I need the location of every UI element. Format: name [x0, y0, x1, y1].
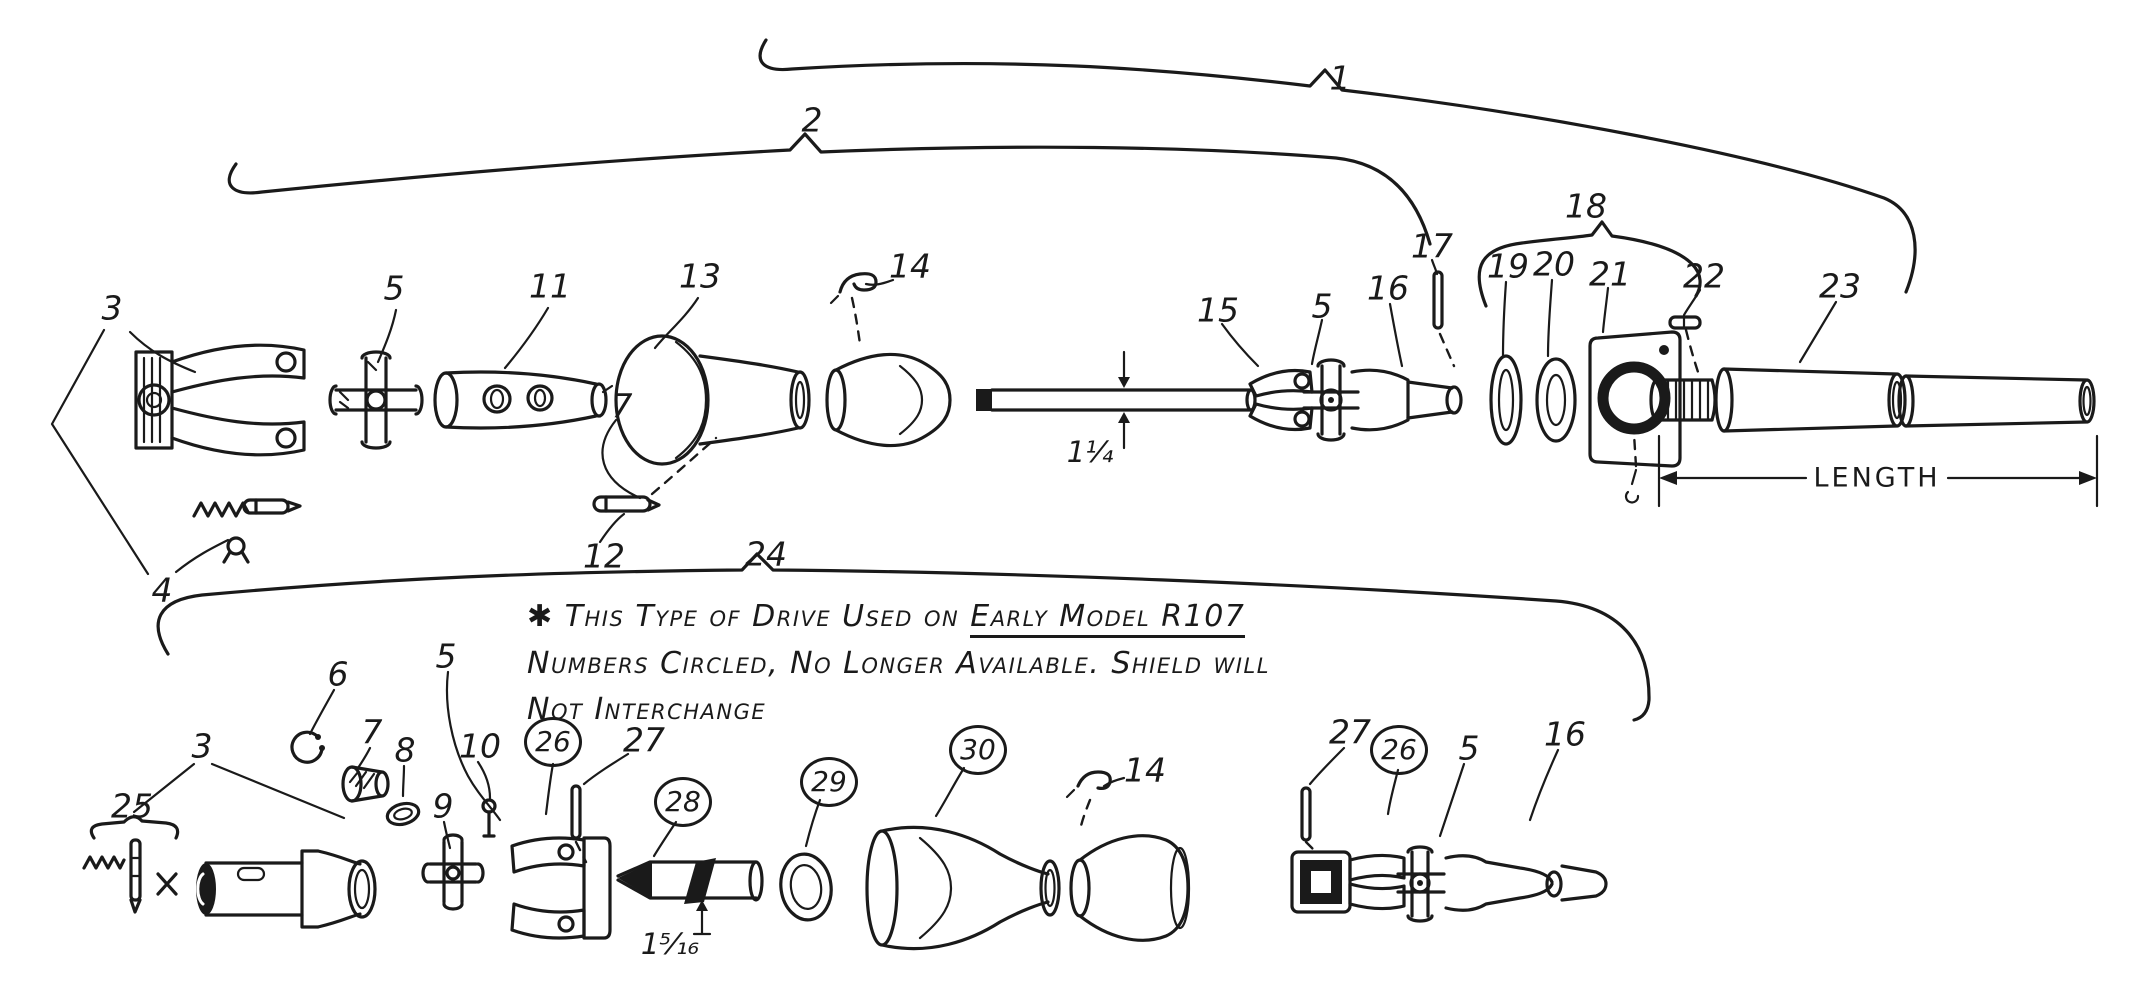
note-text: ✱ This Type of Drive Used on Early Model…	[527, 594, 1487, 734]
callout-part-4: 4	[151, 570, 173, 610]
part-25-spring-pin-drawing	[82, 838, 178, 914]
callout-part-28: 28	[654, 777, 712, 827]
callout-group-18: 18	[1565, 186, 1607, 226]
callout-part-6: 6	[327, 654, 349, 694]
length-dimension-lines	[1657, 434, 2099, 508]
brace-group-18	[1477, 220, 1702, 308]
part-26-yoke-left-drawing	[510, 836, 612, 940]
callout-part-25: 25	[111, 786, 153, 826]
part-3-yoke-drawing	[134, 343, 306, 457]
brace-group-24	[156, 552, 1651, 722]
part-15-5-16-ujoint-drawing	[1248, 358, 1463, 442]
part-4-spring-pin-drawing	[192, 498, 302, 564]
part-6-snap-ring-drawing	[290, 730, 325, 764]
note-line-1-prefix: This Type of Drive Used on	[564, 599, 960, 634]
part-5-cross-top-drawing	[328, 350, 424, 450]
shaft-size-dimension-label: 1¼	[1066, 435, 1114, 469]
note-line-2: Numbers Circled, No Longer Available. Sh…	[527, 645, 1270, 681]
part-23-tubes-drawing	[1649, 367, 2096, 433]
part-14-clip-drawing	[829, 272, 878, 305]
part-21-shield-bracket-drawing	[1588, 330, 1682, 504]
spline-size-dimension-label: 1⁵⁄₁₆	[640, 927, 700, 961]
part-14-shield-cone-drawing	[825, 352, 952, 448]
callout-part-27-left: 27	[623, 720, 665, 760]
callout-part-23: 23	[1819, 266, 1861, 306]
callout-part-26-right: 26	[1370, 725, 1428, 775]
part-3-coupler-drawing	[196, 849, 377, 929]
leader-lines	[50, 258, 1838, 858]
telescoping-shaft-drawing	[976, 350, 1257, 450]
part-9-cross-drawing	[421, 833, 485, 911]
callout-part-16-right: 16	[1544, 714, 1586, 754]
callout-part-7-top: 7	[611, 386, 633, 426]
callout-group-2: 2	[801, 100, 823, 140]
callout-part-12: 12	[583, 536, 625, 576]
callout-part-5-ujoint: 5	[1311, 286, 1333, 326]
callout-part-10: 10	[459, 726, 501, 766]
callout-part-19: 19	[1487, 246, 1529, 286]
part-7-bearing-cup-drawing	[341, 765, 390, 803]
note-line-3: Not Interchange	[527, 692, 767, 727]
part-22-pin-drawing	[1668, 315, 1702, 330]
callout-part-29: 29	[800, 757, 858, 807]
callout-part-3-bottom: 3	[191, 726, 213, 766]
callout-part-8: 8	[394, 730, 416, 770]
brace-group-1	[758, 38, 1917, 294]
callout-part-14-bottom: 14	[1124, 750, 1166, 790]
callout-part-17: 17	[1411, 226, 1453, 266]
part-30-shield-bell-drawing	[865, 825, 1061, 951]
callout-group-1: 1	[1329, 58, 1351, 98]
part-12-pin-drawing	[592, 495, 661, 513]
callout-part-26-left: 26	[524, 717, 582, 767]
brace-group-2	[227, 132, 1432, 246]
callout-part-21: 21	[1589, 254, 1631, 294]
part-20-bearing-drawing	[1535, 357, 1577, 443]
callout-part-5-cross-top: 5	[383, 268, 405, 308]
callout-part-9: 9	[432, 786, 454, 826]
part-13-shield-bell-drawing	[614, 334, 811, 466]
callout-part-13: 13	[679, 256, 721, 296]
callout-part-27-right: 27	[1329, 712, 1371, 752]
part-19-ring-drawing	[1489, 354, 1523, 446]
note-line-1-underlined: Early Model R107	[970, 599, 1246, 638]
part-11-shaft-yoke-drawing	[433, 370, 614, 430]
right-ujoint-assembly-drawing	[1290, 786, 1608, 923]
callout-part-3-top: 3	[101, 288, 123, 328]
part-17-pin-drawing	[1432, 270, 1444, 330]
part-10-fitting-drawing	[481, 798, 497, 838]
callout-part-5-bottom: 5	[435, 636, 457, 676]
callout-part-22: 22	[1683, 256, 1725, 296]
part-27-pin-left-drawing	[570, 784, 588, 864]
callout-part-14-top: 14	[889, 246, 931, 286]
callout-part-30: 30	[949, 725, 1007, 775]
callout-part-15: 15	[1197, 290, 1239, 330]
part-29-ring-drawing	[779, 852, 833, 922]
part-28-shaft-drawing	[616, 858, 764, 936]
callout-part-5-right: 5	[1458, 728, 1480, 768]
callout-part-16-top: 16	[1367, 268, 1409, 308]
brace-group-25	[89, 815, 180, 840]
note-asterisk: ✱	[527, 599, 554, 634]
part-14-shield-cone-bottom-drawing	[1065, 770, 1191, 942]
length-dimension-label: LENGTH	[1807, 462, 1947, 494]
callout-group-24: 24	[745, 534, 787, 574]
callout-part-7-bottom: 7	[361, 712, 383, 752]
note-line-1: ✱ This Type of Drive Used on Early Model…	[527, 594, 1487, 641]
callout-part-11: 11	[529, 266, 571, 306]
callout-part-20: 20	[1533, 244, 1575, 284]
part-8-washer-drawing	[385, 801, 421, 827]
